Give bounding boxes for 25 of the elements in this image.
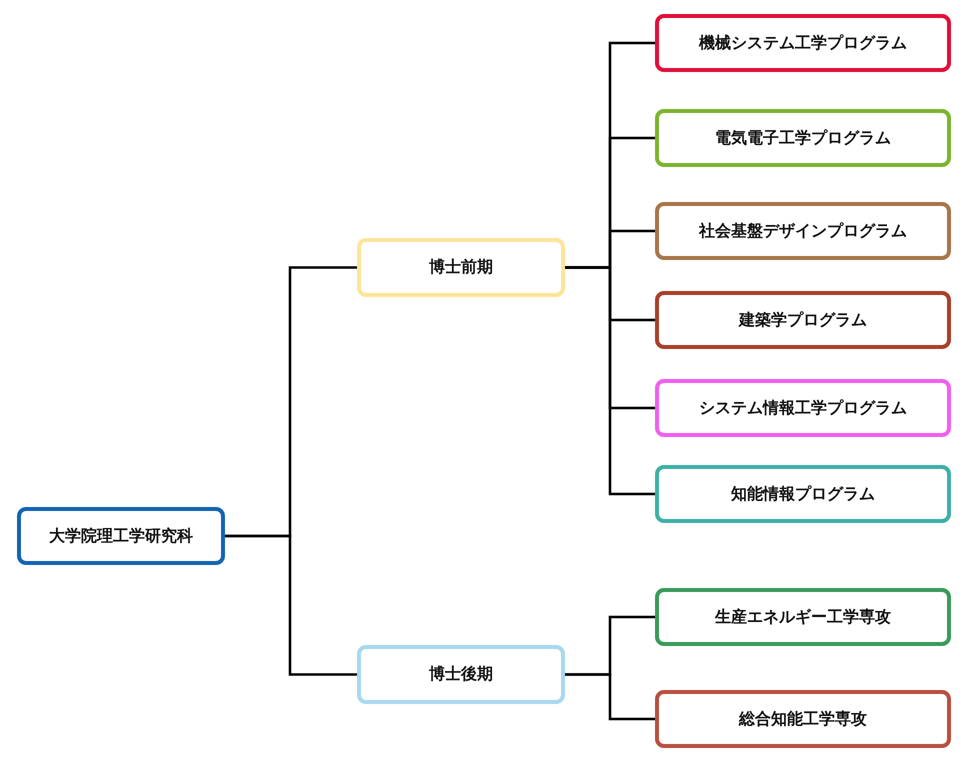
node-label: 大学院理工学研究科	[49, 526, 193, 546]
program-box	[655, 291, 951, 349]
program-box	[655, 465, 951, 523]
program-box	[655, 109, 951, 167]
connector-line	[225, 534, 357, 676]
node-label: 電気電子工学プログラム	[715, 128, 891, 148]
program-box	[655, 690, 951, 748]
node-label: 建築学プログラム	[739, 310, 867, 330]
program-box	[357, 645, 565, 704]
node-label: システム情報工学プログラム	[699, 398, 907, 418]
node-label: 機械システム工学プログラム	[699, 32, 907, 54]
connector-line	[565, 673, 655, 720]
program-box	[357, 238, 565, 297]
program-box	[655, 379, 951, 437]
connector-line	[565, 266, 655, 496]
program-box	[17, 507, 225, 565]
program-box	[655, 588, 951, 646]
node-label: 博士前期	[429, 257, 493, 278]
program-box	[655, 14, 951, 72]
program-box	[655, 202, 951, 260]
node-label: 知能情報プログラム	[731, 484, 875, 504]
node-label: 社会基盤デザインプログラム	[699, 220, 907, 242]
node-label: 博士後期	[429, 664, 493, 685]
node-label: 生産エネルギー工学専攻	[715, 606, 891, 628]
node-label: 総合知能工学専攻	[739, 708, 867, 730]
